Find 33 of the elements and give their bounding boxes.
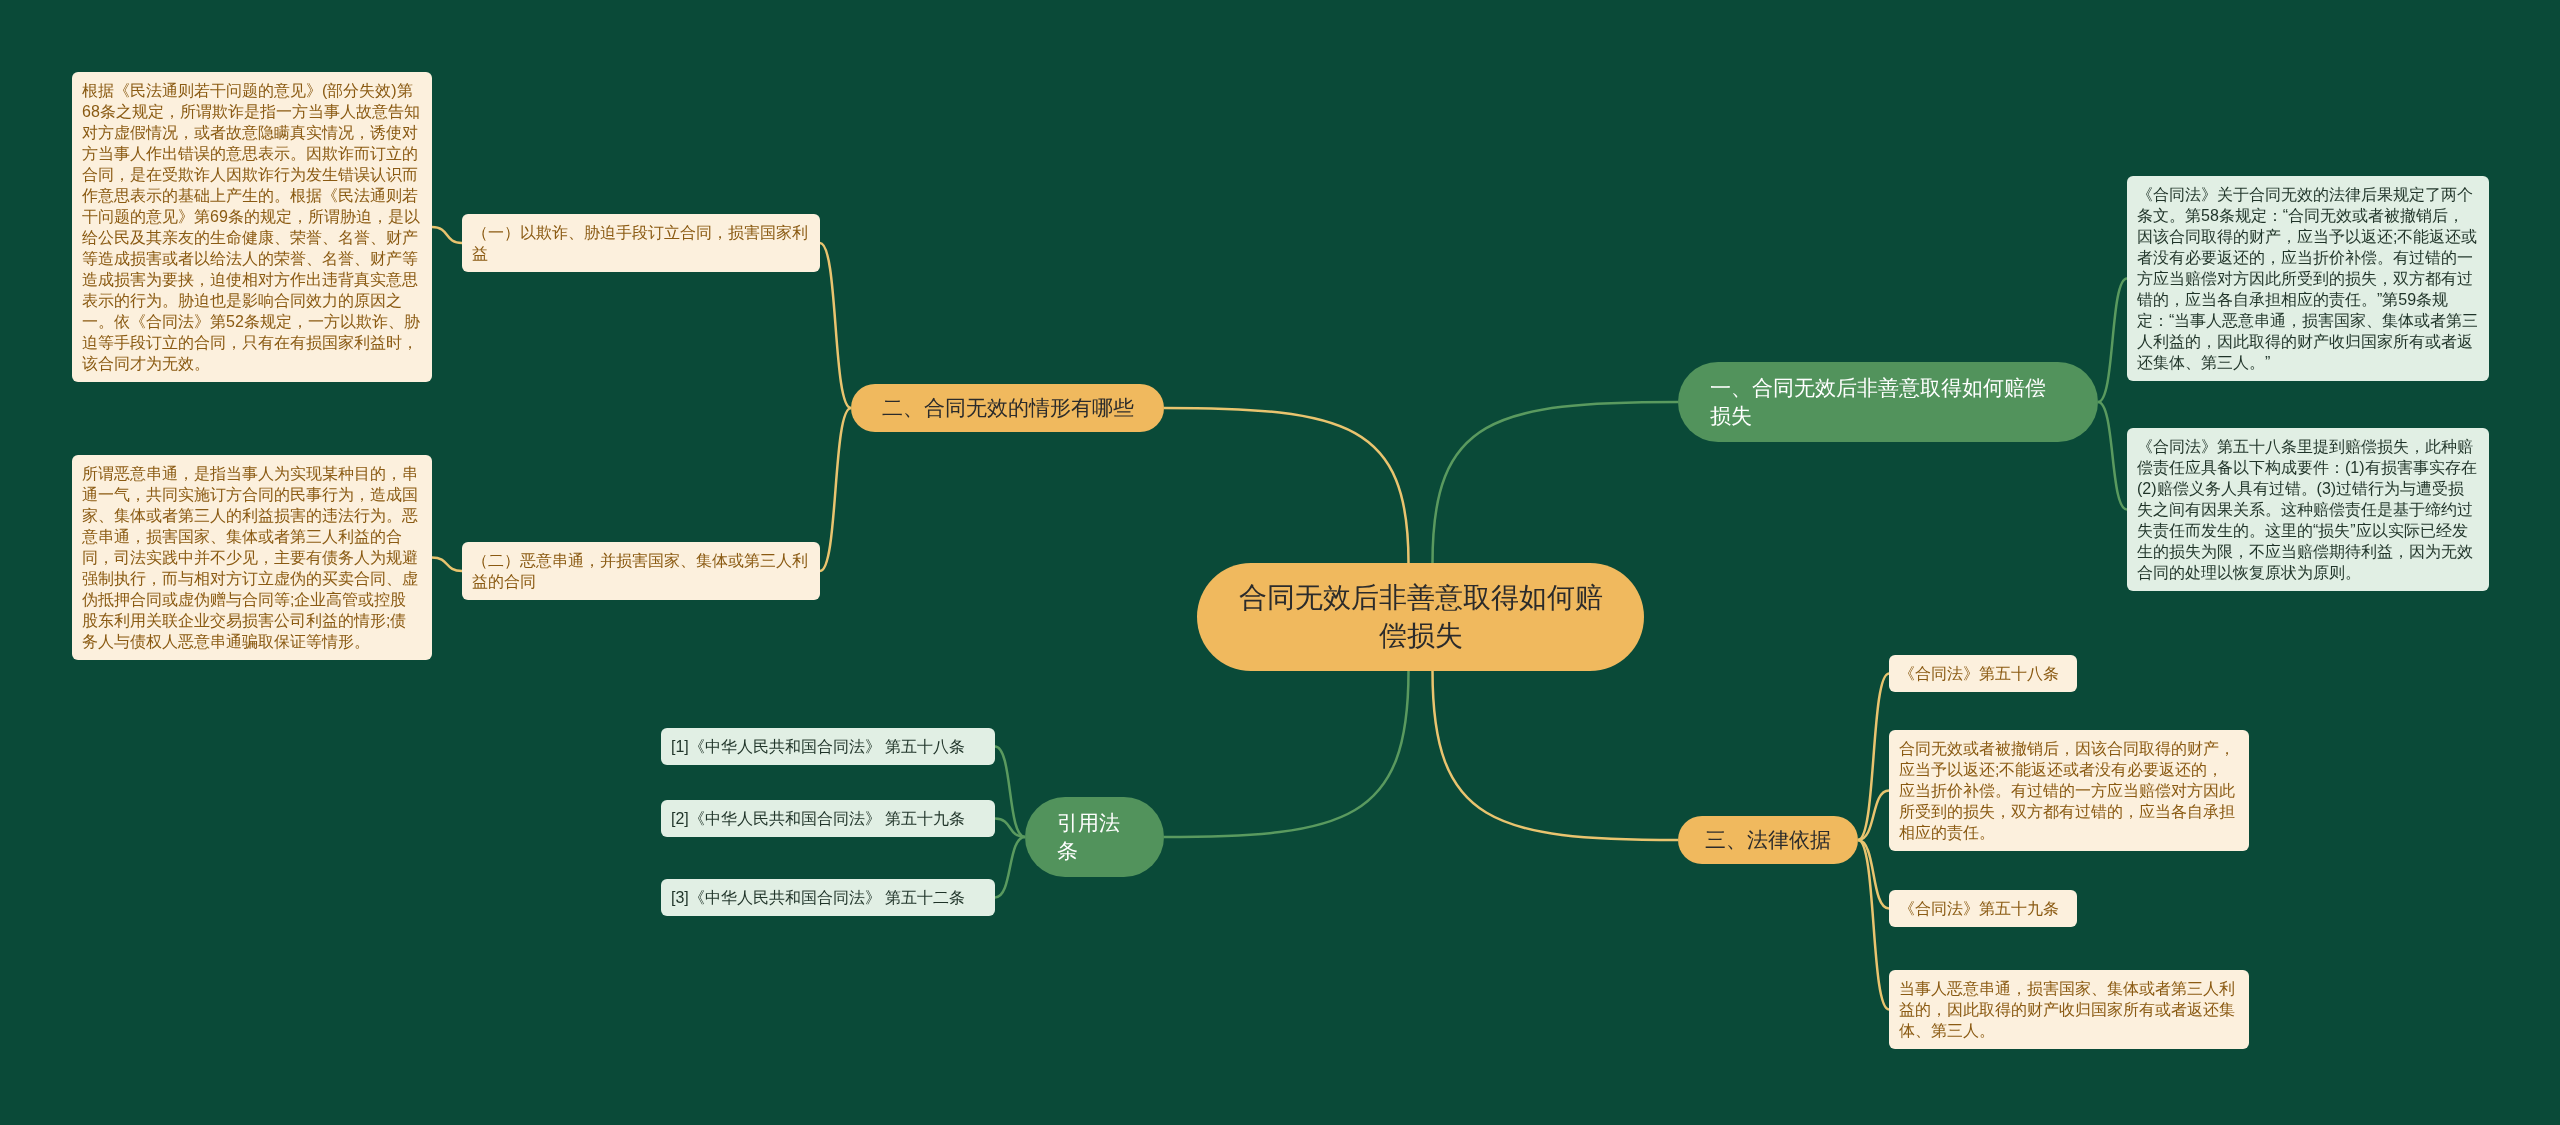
note-card: 合同无效或者被撤销后，因该合同取得的财产，应当予以返还;不能返还或者没有必要返还的，应当折价补偿。有过错的一方应当赔偿对方因此所受到的损失，双方都有过错的，应当各自承担相应的责任。 bbox=[1889, 730, 2249, 851]
connector-line bbox=[819, 242, 852, 409]
connector-line bbox=[994, 817, 1026, 839]
branch-topic: 二、合同无效的情形有哪些 bbox=[851, 384, 1164, 432]
connector-line bbox=[2097, 400, 2128, 511]
central-topic: 合同无效后非善意取得如何赔偿损失 bbox=[1197, 563, 1644, 671]
connector-line bbox=[1164, 406, 1410, 564]
connector-line bbox=[431, 225, 463, 245]
connector-line bbox=[819, 407, 852, 572]
connector-line bbox=[1431, 670, 1678, 842]
branch-topic: 一、合同无效后非善意取得如何赔偿损失 bbox=[1678, 362, 2098, 442]
note-card: 当事人恶意串通，损害国家、集体或者第三人利益的，因此取得的财产收归国家所有或者返还集体、第三人。 bbox=[1889, 970, 2249, 1049]
note-card: [2]《中华人民共和国合同法》 第五十九条 bbox=[661, 800, 995, 837]
connector-line bbox=[994, 745, 1026, 839]
note-card: 《合同法》关于合同无效的法律后果规定了两个条文。第58条规定：“合同无效或者被撤销后，因该合同取得的财产，应当予以返还;不能返还或者没有必要返还的，应当折价补偿。有过错的一方应当赔偿对方因此所受到的损失，双方都有过错的，应当各自承担相应的责任。”第59条规定：“当事人恶意串通，损害国家、集体或者第三人利益的，因此取得的财产收归国家所有或者返还集体、第三人。” bbox=[2127, 176, 2489, 381]
note-card: 《合同法》第五十九条 bbox=[1889, 890, 2077, 927]
connector-line bbox=[1857, 672, 1890, 841]
note-card: （一）以欺诈、胁迫手段订立合同，损害国家利益 bbox=[462, 214, 820, 272]
connector-line bbox=[1164, 670, 1410, 839]
branch-topic: 引用法条 bbox=[1025, 797, 1164, 877]
connector-line bbox=[2097, 277, 2128, 404]
note-card: 根据《民法通则若干问题的意见》(部分失效)第68条之规定，所谓欺诈是指一方当事人故意告知对方虚假情况，或者故意隐瞒真实情况，诱使对方当事人作出错误的意思表示。因欺诈而订立的合同，是在受欺诈人因欺诈行为发生错误认识而作意思表示的基础上产生的。根据《民法通则若干问题的意见》第69条的规定，所谓胁迫，是以给公民及其亲友的生命健康、荣誉、名誉、财产等造成损害或者以给法人的荣誉、名誉、财产等造成损害为要挟，迫使相对方作出违背真实意思表示的行为。胁迫也是影响合同效力的原因之一。依《合同法》第52条规定，一方以欺诈、胁迫等手段订立的合同，只有在有损国家利益时，该合同才为无效。 bbox=[72, 72, 432, 382]
note-card: （二）恶意串通，并损害国家、集体或第三人利益的合同 bbox=[462, 542, 820, 600]
note-card: 《合同法》第五十八条里提到赔偿损失，此种赔偿责任应具备以下构成要件：(1)有损害事实存在(2)赔偿义务人具有过错。(3)过错行为与遭受损失之间有因果关系。这种赔偿责任是基于缔约过失责任而发生的。这里的“损失”应以实际已经发生的损失为限，不应当赔偿期待利益，因为无效合同的处理以恢复原状为原则。 bbox=[2127, 428, 2489, 591]
connector-line bbox=[1431, 400, 1678, 564]
note-card: [3]《中华人民共和国合同法》 第五十二条 bbox=[661, 879, 995, 916]
connector-line bbox=[1857, 839, 1890, 1011]
note-card: 《合同法》第五十八条 bbox=[1889, 655, 2077, 692]
note-card: [1]《中华人民共和国合同法》 第五十八条 bbox=[661, 728, 995, 765]
connector-line bbox=[431, 556, 463, 573]
connector-line bbox=[994, 835, 1026, 899]
branch-topic: 三、法律依据 bbox=[1678, 816, 1858, 864]
note-card: 所谓恶意串通，是指当事人为实现某种目的，串通一气，共同实施订方合同的民事行为，造成国家、集体或者第三人的利益损害的违法行为。恶意串通，损害国家、集体或者第三人利益的合同，司法实践中并不少见，主要有债务人为规避强制执行，而与相对方订立虚伪的买卖合同、虚伪抵押合同或虚伪赠与合同等;企业高管或控股股东利用关联企业交易损害公司利益的情形;债务人与债权人恶意串通骗取保证等情形。 bbox=[72, 455, 432, 660]
